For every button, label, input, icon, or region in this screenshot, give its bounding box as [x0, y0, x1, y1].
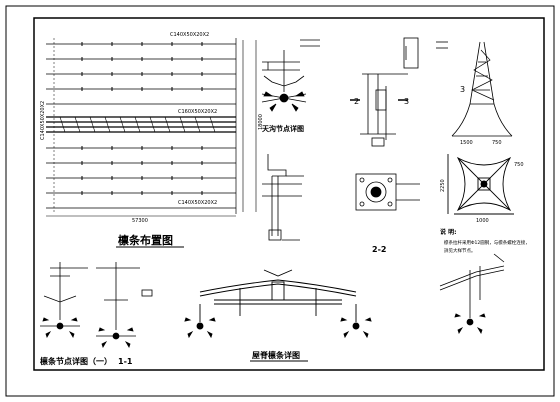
- dim-2250: 2250: [440, 179, 446, 192]
- section-1-1-title: 1-1: [118, 357, 133, 366]
- ridge-purlin-detail: [184, 269, 372, 339]
- gutter-node-title: 天沟节点详图: [262, 124, 304, 133]
- purlin-spec-bot: C140X50X20X2: [178, 200, 217, 206]
- purlin-support-detail: [262, 154, 304, 241]
- section-mark-2: 2: [354, 97, 359, 106]
- drawing-frame: [33, 17, 545, 371]
- tower-plan: [447, 154, 514, 215]
- bottom-dim: 1000: [476, 218, 489, 224]
- dim-750a: 750: [492, 140, 502, 146]
- note-line-2: 詳见大样节点。: [444, 247, 476, 254]
- purlin-spec-side: C140X50X20X2: [40, 101, 46, 140]
- ridge-purlin-title: 屋脊檩条详图: [252, 350, 300, 360]
- notes-heading: 说 明:: [440, 228, 457, 236]
- column-section: [350, 73, 420, 211]
- purlin-spec-mid: C160X50X20X2: [178, 109, 217, 115]
- section-2-2-title: 2-2: [372, 245, 386, 254]
- purlin-node-1-title: 檩条节点详图（一）: [40, 356, 112, 366]
- tower-section-mark-3: 3: [460, 85, 465, 94]
- purlin-spec-top: C140X50X20X2: [170, 32, 209, 38]
- dim-1500: 1500: [460, 140, 473, 146]
- sheet-border: [5, 5, 555, 397]
- corner-node-sketch: [439, 253, 505, 334]
- note-line-1: 檩条拉杆采用Φ12圆钢，与檩条螺栓连接，: [444, 239, 530, 246]
- purlin-node-detail-1: [40, 262, 153, 348]
- section-mark-3: 3: [404, 97, 409, 106]
- right-dimension: 18000: [258, 114, 264, 130]
- tower-elevation: [403, 37, 513, 137]
- purlin-layout-title: 檩条布置图: [118, 233, 173, 247]
- overall-dimension: 57300: [132, 218, 148, 224]
- dim-750b: 750: [514, 162, 524, 168]
- purlin-layout-plan: [46, 38, 257, 217]
- gutter-node-detail: [261, 39, 320, 112]
